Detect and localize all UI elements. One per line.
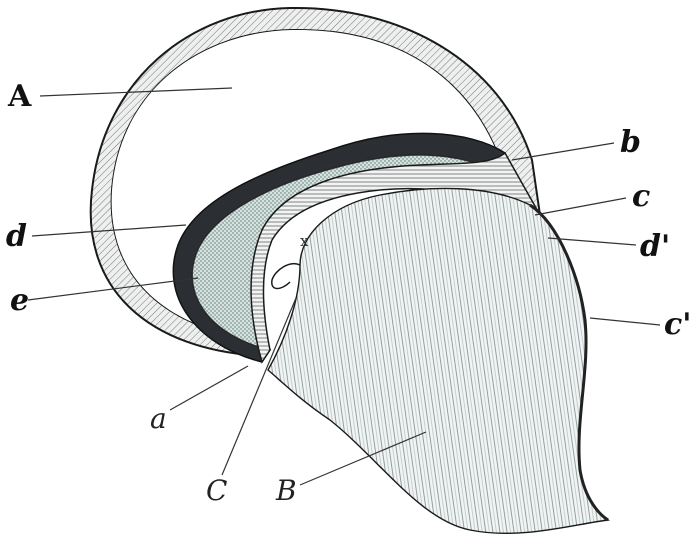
label-a: a: [150, 402, 167, 435]
label-B: B: [275, 474, 297, 507]
label-C: C: [206, 474, 227, 507]
label-d-prime: d': [640, 229, 670, 264]
label-e: e: [10, 283, 29, 318]
mass-B: [268, 188, 608, 533]
label-d: d: [6, 219, 27, 254]
leader-c-prime: [590, 318, 660, 325]
leader-c: [535, 198, 626, 215]
label-x: x: [300, 232, 309, 250]
label-A: A: [7, 79, 32, 114]
leader-a: [170, 366, 248, 410]
label-c-prime: c': [664, 307, 691, 342]
label-b: b: [620, 125, 641, 160]
label-c: c: [632, 179, 650, 214]
